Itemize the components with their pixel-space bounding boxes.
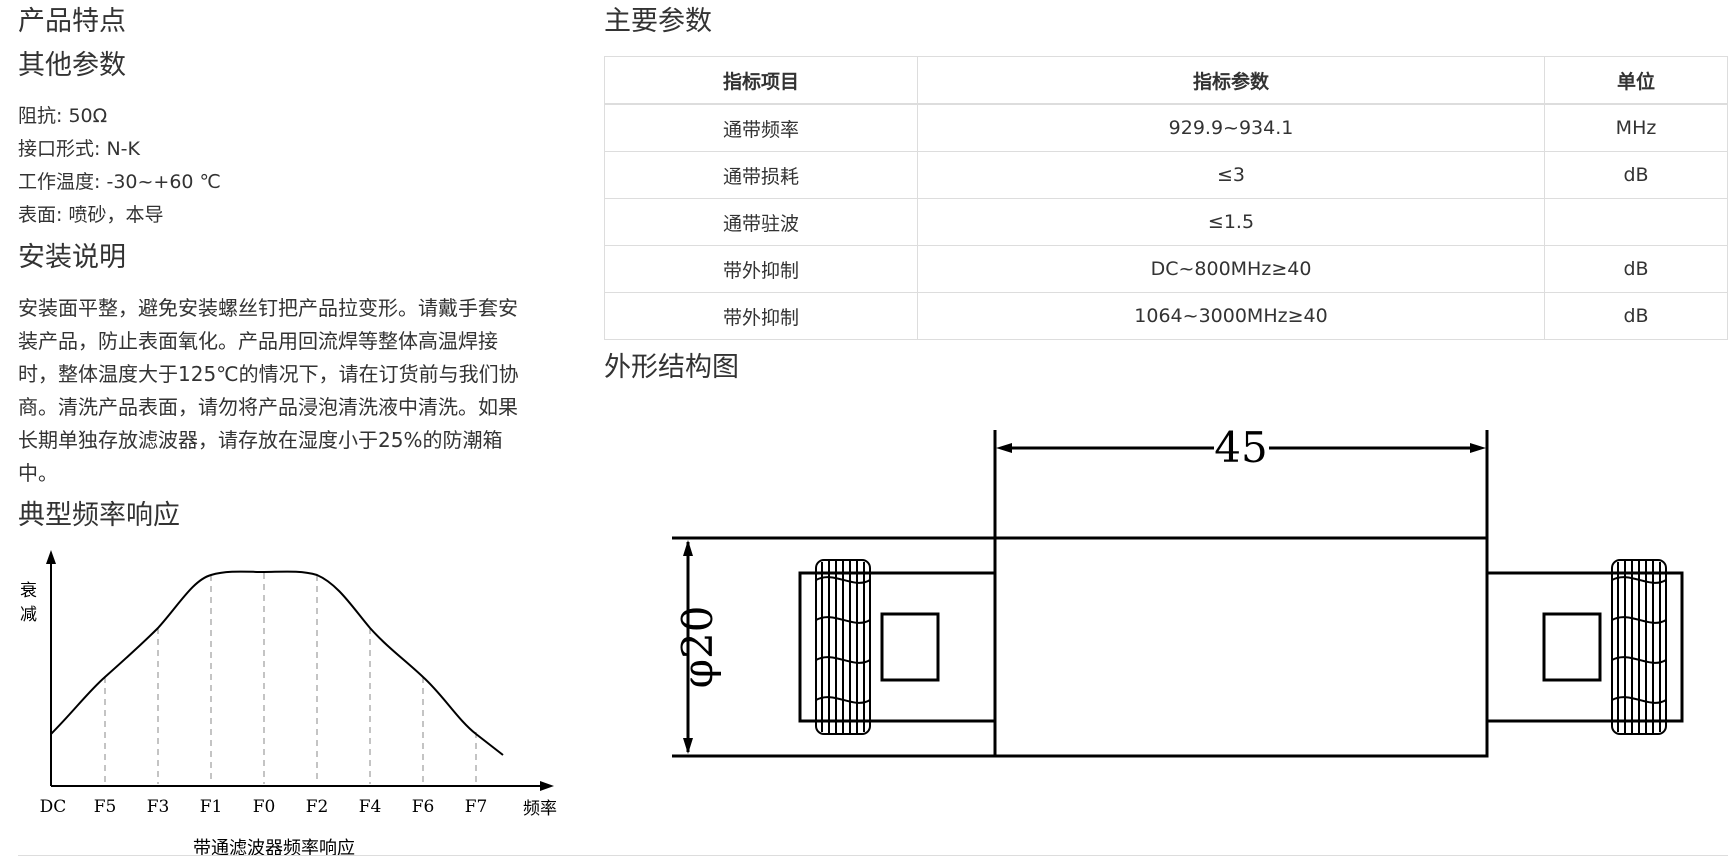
install-description: 安装面平整，避免安装螺丝钉把产品拉变形。请戴手套安 装产品，防止表面氧化。产品用… <box>18 292 548 490</box>
cell-value: ≤1.5 <box>917 198 1545 246</box>
other-params-heading: 其他参数 <box>18 50 126 81</box>
figure-caption: 带通滤波器频率响应 <box>193 838 355 858</box>
cell-unit <box>1544 198 1728 246</box>
param-interface: 接口形式: N-K <box>18 138 140 160</box>
table-row: 通带频率 929.9~934.1 MHz <box>604 103 1728 152</box>
filter-body <box>993 536 1489 758</box>
tick-f1: F1 <box>200 797 223 817</box>
feature-heading: 产品特点 <box>18 6 126 37</box>
cell-unit: dB <box>1544 292 1728 340</box>
y-label-2: 减 <box>20 605 37 625</box>
param-temperature: 工作温度: -30~+60 ℃ <box>18 171 221 193</box>
response-heading: 典型频率响应 <box>18 500 180 531</box>
cell-unit: MHz <box>1544 103 1728 152</box>
tick-f6: F6 <box>412 797 435 817</box>
table-row: 通带驻波 ≤1.5 <box>604 198 1728 246</box>
cell-unit: dB <box>1544 151 1728 199</box>
right-connector-window <box>1542 612 1602 682</box>
install-line: 时，整体温度大于125℃的情况下，请在订货前与我们协 <box>18 362 519 386</box>
header-value: 指标参数 <box>917 56 1545 105</box>
table-row: 通带损耗 ≤3 dB <box>604 151 1728 199</box>
cell-value: 1064~3000MHz≥40 <box>917 292 1545 340</box>
dia-arrow-bottom <box>683 738 693 754</box>
x-axis-label: 频率 <box>523 799 557 819</box>
param-surface: 表面: 喷砂，本导 <box>18 204 164 226</box>
frequency-response-figure: 衰 减 DC F5 F3 F1 F0 F2 F4 F6 F7 频率 带通 <box>20 550 557 858</box>
response-curve <box>50 570 504 756</box>
cell-item: 带外抑制 <box>604 245 918 293</box>
install-line: 长期单独存放滤波器，请存放在湿度小于25%的防潮箱 <box>18 428 503 452</box>
tick-f3: F3 <box>147 797 170 817</box>
cell-value: 929.9~934.1 <box>917 103 1545 152</box>
cell-item: 通带损耗 <box>604 151 918 199</box>
bottom-divider <box>18 855 1728 856</box>
dim-arrow-left <box>996 443 1012 453</box>
table-row: 带外抑制 DC~800MHz≥40 dB <box>604 245 1728 293</box>
tick-f7: F7 <box>465 797 488 817</box>
left-connector-window <box>880 612 940 682</box>
table-header-row: 指标项目 指标参数 单位 <box>604 56 1728 105</box>
tick-dc: DC <box>40 797 67 817</box>
tick-f0: F0 <box>253 797 276 817</box>
left-connector-body <box>798 571 997 723</box>
diameter-label: φ20 <box>673 606 722 689</box>
x-axis-arrow <box>540 781 554 791</box>
length-label: 45 <box>1214 423 1267 472</box>
structure-heading: 外形结构图 <box>604 352 739 383</box>
spec-table: 指标项目 指标参数 单位 通带频率 929.9~934.1 MHz 通带损耗 ≤… <box>604 56 1728 340</box>
y-label-1: 衰 <box>20 581 37 601</box>
cell-item: 带外抑制 <box>604 292 918 340</box>
tick-f4: F4 <box>359 797 382 817</box>
install-line: 安装面平整，避免安装螺丝钉把产品拉变形。请戴手套安 <box>18 296 518 320</box>
header-unit: 单位 <box>1544 56 1728 105</box>
other-params-list: 阻抗: 50Ω 接口形式: N-K 工作温度: -30~+60 ℃ 表面: 喷砂… <box>18 100 221 232</box>
cell-item: 通带频率 <box>604 103 918 152</box>
install-line: 商。清洗产品表面，请勿将产品浸泡清洗液中清洗。如果 <box>18 395 518 419</box>
main-params-heading: 主要参数 <box>604 6 712 37</box>
structure-drawing: 45 φ20 <box>672 423 1684 758</box>
install-heading: 安装说明 <box>18 242 126 273</box>
right-connector-body <box>1485 571 1684 723</box>
dim-arrow-right <box>1470 443 1486 453</box>
table-row: 带外抑制 1064~3000MHz≥40 dB <box>604 292 1728 340</box>
install-line: 中。 <box>18 461 58 485</box>
cell-unit: dB <box>1544 245 1728 293</box>
install-line: 装产品，防止表面氧化。产品用回流焊等整体高温焊接 <box>18 329 498 353</box>
header-item: 指标项目 <box>604 56 918 105</box>
param-impedance: 阻抗: 50Ω <box>18 105 108 127</box>
dia-arrow-top <box>683 540 693 556</box>
right-thread <box>1611 559 1667 735</box>
cell-value: ≤3 <box>917 151 1545 199</box>
cell-value: DC~800MHz≥40 <box>917 245 1545 293</box>
tick-f5: F5 <box>94 797 117 817</box>
tick-f2: F2 <box>306 797 329 817</box>
cell-item: 通带驻波 <box>604 198 918 246</box>
y-axis-arrow <box>46 550 56 564</box>
left-thread <box>815 559 871 735</box>
